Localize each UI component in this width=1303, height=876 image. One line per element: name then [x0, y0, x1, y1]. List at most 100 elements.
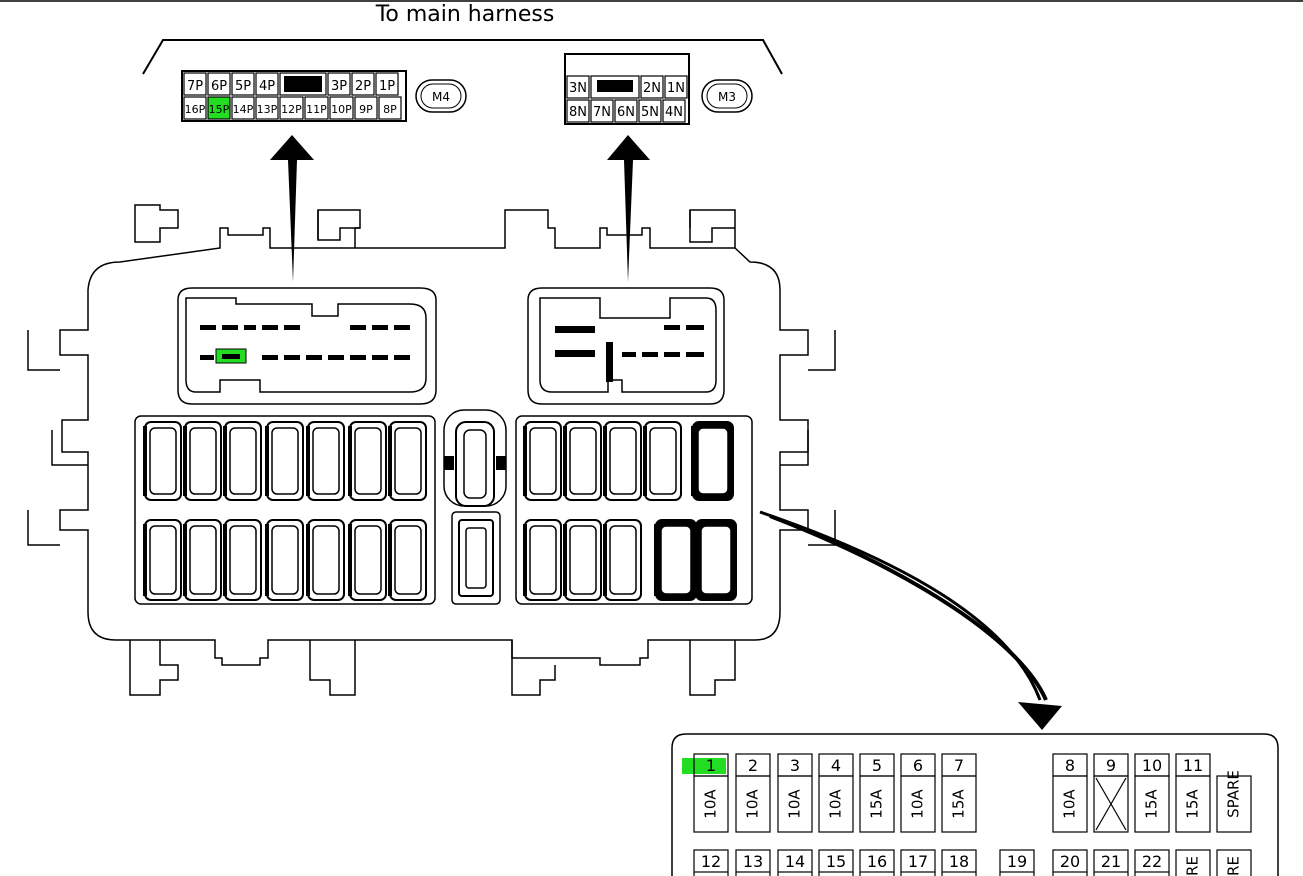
fuse-rating: 10A: [744, 789, 762, 819]
fuse-number: 2: [748, 756, 758, 775]
fuse-cavity: [143, 421, 182, 501]
fuse-number: 5: [872, 756, 882, 775]
arrow-to-m3: [607, 135, 650, 282]
m3-pin-label: 8N: [569, 105, 587, 120]
fuse-table-cell: 20: [1052, 849, 1088, 876]
m4-pin-label: 16P: [185, 103, 206, 116]
fuse-number: 10: [1142, 756, 1162, 775]
m4-pin-label: 5P: [235, 79, 251, 94]
m4-pin-label: 7P: [187, 79, 203, 94]
m4-pin-label: 8P: [383, 103, 397, 116]
fuse-rating: SPARE: [1225, 770, 1243, 818]
relay-slot: [444, 421, 506, 597]
m4-pin-label: 9P: [359, 103, 373, 116]
fuse-cavity: [265, 421, 304, 501]
m4-pin-cell: [255, 96, 279, 120]
fuse-number: 15: [826, 852, 846, 871]
m4-pin-cell-highlighted: [207, 96, 231, 120]
m3-pin-cell: [638, 99, 662, 123]
fuse-cavity: [388, 421, 427, 501]
m3-pin-cell: [662, 99, 686, 123]
fuse-rating: RE: [1225, 856, 1243, 876]
fuse-rating: 15A: [868, 789, 886, 819]
fuse-number: 8: [1065, 756, 1075, 775]
fuse-cavity: [183, 421, 222, 501]
fuse-table-cell: 9: [1093, 753, 1129, 833]
fuse-cavity: [265, 519, 304, 601]
fuse-table-cell: 19: [999, 849, 1035, 876]
fuse-rating: 10A: [1061, 789, 1079, 819]
fuse-cavity: [348, 421, 387, 501]
fuse-number: 16: [867, 852, 887, 871]
fuse-cavity: [654, 519, 697, 601]
m4-pin-cell: [279, 96, 304, 120]
m4-pin-label: 1P: [379, 79, 395, 94]
m4-pin-cell: [378, 96, 402, 120]
m3-pin-label: 4N: [665, 105, 683, 120]
fuse-cavity: [348, 519, 387, 601]
fuse-cavity: [306, 519, 345, 601]
fuse-number: 3: [790, 756, 800, 775]
fuse-table-cell: RE: [1175, 849, 1211, 876]
fuse-number: 1: [706, 756, 716, 775]
arrow-to-m4: [270, 135, 314, 282]
m4-pin-cell: [183, 72, 207, 96]
fuse-cavity: [183, 519, 222, 601]
connector-m3-label: M3: [718, 90, 736, 104]
m4-pin-label: 3P: [331, 79, 347, 94]
m4-pin-cell: [304, 96, 329, 120]
m4-pin-cell: [329, 96, 354, 120]
fuse-table-cell: 21: [1093, 849, 1129, 876]
fuse-rating: 15A: [1143, 789, 1161, 819]
fuse-number: 6: [913, 756, 923, 775]
fuse-table-cell: 15: [818, 849, 854, 876]
fuse-table-cell: 1 10A: [682, 753, 729, 833]
connector-m3-slots: [555, 325, 704, 382]
m3-pin-cell: [614, 99, 638, 123]
fuse-rating: 10A: [827, 789, 845, 819]
fuse-number: 13: [743, 852, 763, 871]
fuse-rating: 10A: [786, 789, 804, 819]
m3-blank-cell: [597, 80, 633, 92]
m4-pin-cell: [183, 96, 207, 120]
m4-pin-label: 14P: [233, 103, 254, 116]
m3-pin-label: 3N: [569, 81, 587, 96]
fuse-cavity: [563, 519, 602, 601]
fuse-cavity: [523, 421, 562, 501]
fuse-cavity: [523, 519, 562, 601]
fuse-table-cell: 8 10A: [1052, 753, 1088, 833]
fuse-table-cell: 12: [693, 849, 729, 876]
fuse-table-cell: 2 10A: [735, 753, 771, 833]
fuse-rating: 10A: [909, 789, 927, 819]
m3-pin-label: 1N: [667, 81, 685, 96]
diagram-title: To main harness: [375, 2, 555, 27]
m4-pin-label: 11P: [306, 103, 327, 116]
fuse-number: 22: [1142, 852, 1162, 871]
fuse-number: 12: [701, 852, 721, 871]
fuse-number: 9: [1106, 756, 1116, 775]
fuse-cavity: [223, 519, 262, 601]
m3-pin-label: 5N: [641, 105, 659, 120]
fuse-number: 7: [954, 756, 964, 775]
m3-pin-cell: [664, 75, 688, 99]
m4-pin-cell: [207, 72, 231, 96]
fuse-cavity: [223, 421, 262, 501]
fuse-rating: RE: [1184, 856, 1202, 876]
fuse-number: 17: [908, 852, 928, 871]
m3-pin-label: 2N: [643, 81, 661, 96]
m3-pin-cell: [640, 75, 664, 99]
fuse-number: 11: [1183, 756, 1203, 775]
fuse-table-cell: RE: [1216, 849, 1252, 876]
harness-bracket: [142, 39, 783, 75]
m4-pin-cell: [351, 72, 375, 96]
m4-pin-cell: [231, 96, 255, 120]
fuse-rating: 10A: [702, 789, 720, 819]
fuse-table-cell: 18: [941, 849, 977, 876]
